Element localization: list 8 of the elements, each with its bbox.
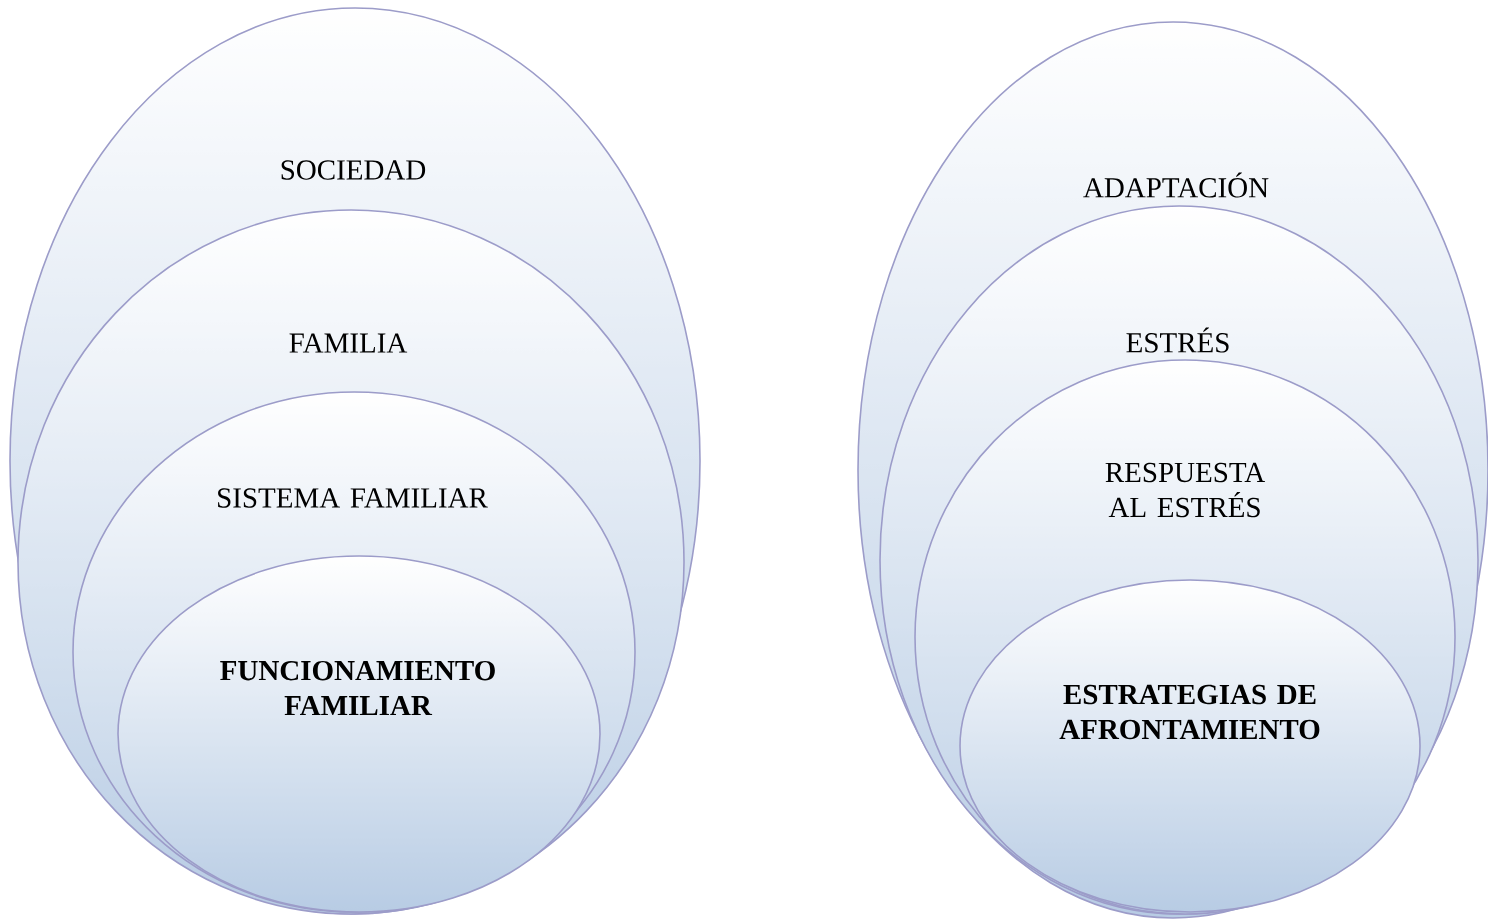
ellipse-label: ADAPTACIÓN [1083,172,1269,198]
ellipse-label: FUNCIONAMIENTO FAMILIAR [220,660,495,716]
ellipse-label: ESTRÉS [1126,327,1229,353]
ellipse-label: SOCIEDAD [281,160,426,180]
ellipse-label: FAMILIA [289,333,408,353]
ellipse-label: ESTRATEGIAS DE AFRONTAMIENTO [1059,684,1320,740]
ellipse-label: RESPUESTA AL ESTRÉS [1105,462,1265,518]
ellipse-label: SISTEMA FAMILIAR [218,488,488,508]
